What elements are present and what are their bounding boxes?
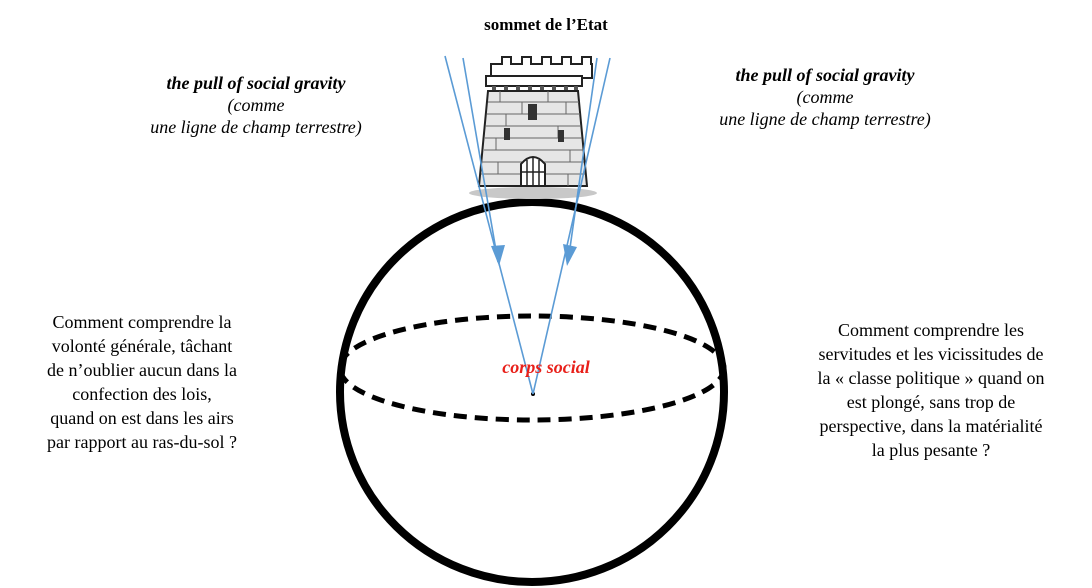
pull-note-right-line-1: (comme [796,87,854,107]
question-right-line: est plongé, sans trop de [846,392,1016,412]
pull-note-left-line-2: une ligne de champ terrestre) [150,117,362,137]
pull-label-left: the pull of social gravity [166,73,346,93]
question-right-line: servitudes et les vicissitudes de [818,344,1044,364]
sphere-equator [337,313,727,423]
field-line-left-outer [444,55,534,395]
field-lines [444,55,611,395]
diagram-title: sommet de l’Etat [484,15,608,34]
question-right: Comment comprendre les servitudes et les… [776,318,1086,462]
pull-note-right-line-2: une ligne de champ terrestre) [719,109,931,129]
question-right-line: Comment comprendre les [838,320,1024,340]
pull-note-left-line-1: (comme [227,95,285,115]
pull-label-left-block: the pull of social gravity (comme une li… [96,72,416,138]
arrowhead-right [563,244,577,266]
question-left-line: confection des lois, [72,384,212,404]
question-left-line: par rapport au ras-du-sol ? [47,432,237,452]
field-line-right-outer [532,57,611,395]
arrowhead-left [491,245,505,266]
question-left-line: quand on est dans les airs [50,408,234,428]
sphere-outline [336,198,728,586]
center-label: corps social [502,357,590,377]
question-right-line: la plus pesante ? [871,440,991,460]
pull-label-right: the pull of social gravity [735,65,915,85]
question-left-line: volonté générale, tâchant [51,336,233,356]
question-left-line: Comment comprendre la [52,312,232,332]
question-right-line: la « classe politique » quand on [817,368,1045,388]
field-line-left-inner [462,57,499,263]
field-line-right-inner [567,57,598,263]
pull-label-right-block: the pull of social gravity (comme une li… [660,64,990,130]
tower-icon [469,56,597,199]
question-left: Comment comprendre la volonté générale, … [0,310,284,454]
question-left-line: de n’oublier aucun dans la [47,360,237,380]
question-right-line: perspective, dans la matérialité [819,416,1043,436]
